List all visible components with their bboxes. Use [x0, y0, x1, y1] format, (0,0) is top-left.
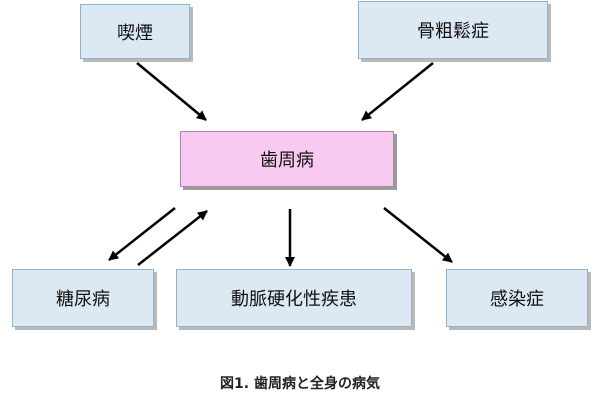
node-infection: 感染症: [446, 269, 588, 327]
arrow-periodontal-to-diabetes: [108, 207, 176, 261]
figure-caption: 図1. 歯周病と全身の病気: [220, 376, 380, 392]
node-smoking-label: 喫煙: [117, 22, 153, 44]
node-arteriosclerosis: 動脈硬化性疾患: [176, 269, 412, 327]
node-smoking: 喫煙: [80, 4, 190, 59]
arrow-diabetes-to-periodontal: [137, 210, 208, 266]
node-infection-label: 感染症: [490, 289, 544, 310]
node-arteriosclerosis-label: 動脈硬化性疾患: [231, 289, 357, 310]
node-osteoporosis: 骨粗鬆症: [358, 1, 548, 59]
node-diabetes: 糖尿病: [12, 269, 154, 327]
arrow-smoking-to-periodontal: [136, 62, 207, 121]
node-osteoporosis-label: 骨粗鬆症: [417, 21, 489, 42]
node-periodontal-disease: 歯周病: [180, 131, 394, 187]
arrow-osteoporosis-to-periodontal: [361, 62, 434, 121]
node-diabetes-label: 糖尿病: [56, 289, 110, 310]
node-periodontal-label: 歯周病: [260, 150, 314, 171]
arrow-periodontal-to-infection: [383, 207, 453, 263]
